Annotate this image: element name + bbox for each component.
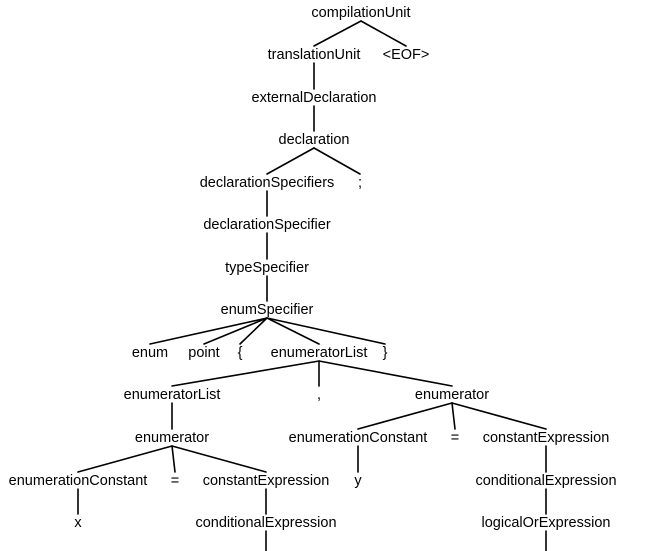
tree-edge [266,317,320,345]
tree-edge [266,317,386,345]
tree-edge [313,147,361,175]
node-enum-keyword: enum [132,345,168,361]
node-enum-specifier: enumSpecifier [221,302,314,318]
node-declaration-specifier: declarationSpecifier [203,217,331,233]
node-enumerator-list-inner: enumeratorList [124,387,221,403]
tree-edge [149,317,268,345]
node-constant-expression-right: constantExpression [483,430,610,446]
node-translation-unit: translationUnit [268,47,361,63]
node-type-specifier: typeSpecifier [225,260,309,276]
node-declaration-specifiers: declarationSpecifiers [200,175,335,191]
node-constant-expression-left: constantExpression [203,473,330,489]
node-point: point [188,345,219,361]
tree-edge [360,20,407,47]
tree-edge [357,402,453,430]
node-external-declaration: externalDeclaration [252,90,377,106]
node-open-brace: { [238,345,243,361]
tree-labels: compilationUnit translationUnit <EOF> ex… [9,5,617,531]
node-eof: <EOF> [383,47,430,63]
tree-edges [77,20,547,551]
node-close-brace: } [383,345,388,361]
tree-edge [313,20,362,47]
node-compilation-unit: compilationUnit [311,5,410,21]
node-conditional-expression-left: conditionalExpression [195,515,336,531]
node-comma: , [317,387,321,403]
tree-edge [171,360,320,387]
tree-edge [266,147,315,175]
tree-edge [451,402,547,430]
node-enumerator-left: enumerator [135,430,209,446]
node-equals-left: = [171,473,179,489]
tree-edge [171,445,267,473]
node-y: y [354,473,362,489]
node-enumerator-list: enumeratorList [271,345,368,361]
node-x: x [74,515,82,531]
tree-edge [318,360,453,387]
node-semicolon: ; [358,175,362,191]
node-enumeration-constant-left: enumerationConstant [9,473,148,489]
node-logical-or-expression: logicalOrExpression [482,515,611,531]
node-enumerator-right: enumerator [415,387,489,403]
node-enumeration-constant-right: enumerationConstant [289,430,428,446]
node-declaration: declaration [279,132,350,148]
tree-edge [203,317,268,345]
tree-edge [451,402,456,430]
tree-edge [171,445,176,473]
tree-edge [239,317,268,345]
node-conditional-expression-right: conditionalExpression [475,473,616,489]
node-equals-right: = [451,430,459,446]
tree-edge [77,445,173,473]
